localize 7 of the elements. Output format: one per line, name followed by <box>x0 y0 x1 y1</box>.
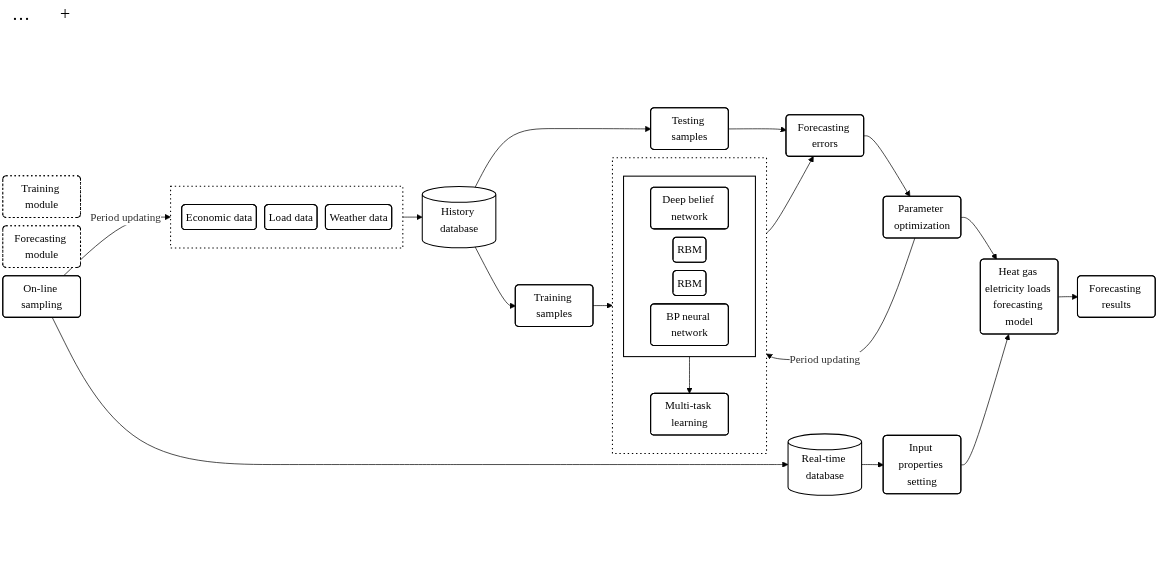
edge-label: Period updating <box>90 210 161 223</box>
cluster <box>623 175 756 358</box>
edge-label: Period updating <box>789 353 861 366</box>
note-text: + <box>60 4 71 25</box>
note-text: … <box>12 4 30 25</box>
cluster <box>170 185 404 249</box>
cluster <box>611 157 768 454</box>
